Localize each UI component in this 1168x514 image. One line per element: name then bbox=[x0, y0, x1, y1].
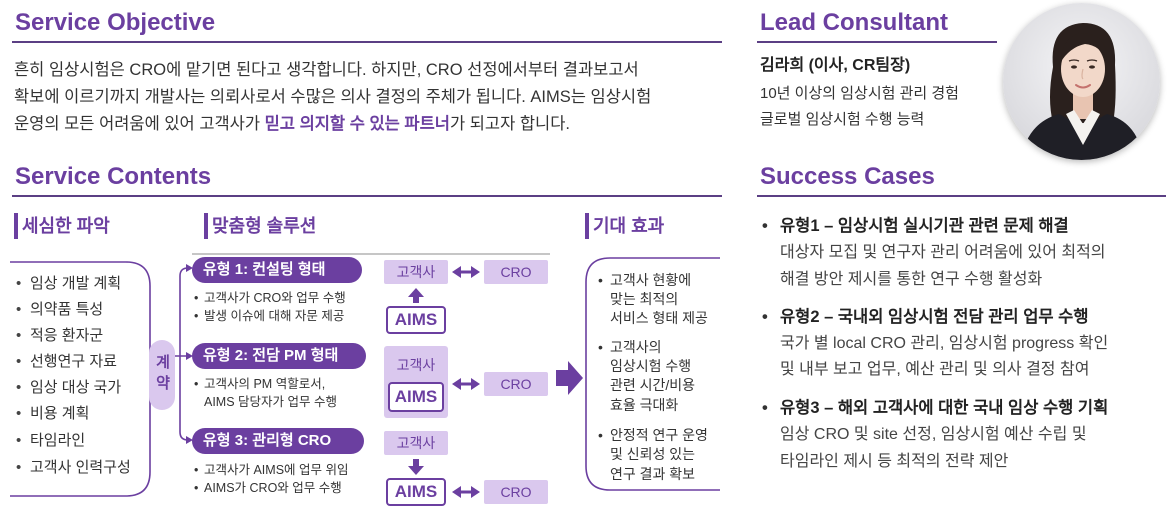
objective-emphasis: 믿고 의지할 수 있는 파트너 bbox=[264, 115, 450, 133]
consultant-rule bbox=[757, 41, 997, 43]
effect-item-line: 관련 시간/비용 bbox=[610, 377, 696, 393]
objective-line: 흔히 임상시험은 CRO에 맡기면 된다고 생각합니다. 하지만, CRO 선정… bbox=[14, 61, 639, 79]
case-title: 유형1 – 임상시험 실시기관 관련 문제 해결 bbox=[762, 214, 1069, 238]
consultant-portrait bbox=[1003, 3, 1160, 160]
effect-item-line: 맞는 최적의 bbox=[610, 291, 679, 307]
understanding-item: 비용 계획 bbox=[16, 404, 89, 424]
double-arrow-icon bbox=[452, 378, 480, 390]
case-line: 및 내부 보고 업무, 예산 관리 및 의사 결정 참여 bbox=[780, 361, 1090, 378]
type-3-pill: 유형 3: 관리형 CRO bbox=[192, 428, 364, 454]
case-line: 해결 방안 제시를 통한 연구 수행 활성화 bbox=[780, 271, 1043, 288]
case-title: 유형3 – 해외 고객사에 대한 국내 임상 수행 기획 bbox=[762, 396, 1108, 420]
understanding-item: 타임라인 bbox=[16, 431, 85, 451]
consultant-heading: Lead Consultant bbox=[760, 9, 949, 36]
objective-rule bbox=[12, 41, 722, 43]
type-3-cro-box: CRO bbox=[484, 480, 548, 504]
type-2-cro-box: CRO bbox=[484, 372, 548, 396]
effect-item: 안정적 연구 운영 bbox=[598, 426, 708, 444]
effect-item: 고객사의 bbox=[598, 338, 661, 356]
effect-item-line: 서비스 형태 제공 bbox=[610, 310, 708, 326]
objective-line: 운영의 모든 어려움에 있어 고객사가 믿고 의지할 수 있는 파트너가 되고자… bbox=[14, 112, 570, 136]
understanding-item: 의약품 특성 bbox=[16, 300, 103, 320]
contents-heading: Service Contents bbox=[15, 163, 212, 190]
type-3-note: 고객사가 AIMS에 업무 위임 bbox=[194, 462, 349, 478]
type-1-client-box: 고객사 bbox=[384, 260, 448, 284]
case-line: 임상 CRO 및 site 선정, 임상시험 예산 수립 및 bbox=[780, 426, 1087, 443]
objective-text: 운영의 모든 어려움에 있어 고객사가 bbox=[14, 115, 265, 133]
case-title: 유형2 – 국내외 임상시험 전담 관리 업무 수행 bbox=[762, 305, 1088, 329]
contract-badge: 계약 bbox=[149, 340, 175, 410]
understanding-item: 임상 대상 국가 bbox=[16, 378, 121, 398]
type-2-pill: 유형 2: 전담 PM 형태 bbox=[192, 343, 366, 369]
type-3-client-box: 고객사 bbox=[384, 431, 448, 455]
type-1-note: 발생 이슈에 대해 자문 제공 bbox=[194, 308, 344, 324]
type-1-cro-box: CRO bbox=[484, 260, 548, 284]
arrow-right-block-icon bbox=[556, 361, 583, 395]
connector-arrowhead bbox=[186, 264, 193, 272]
understanding-item: 임상 개발 계획 bbox=[16, 274, 121, 294]
understanding-item: 고객사 인력구성 bbox=[16, 458, 131, 478]
effect-item-line: 효율 극대화 bbox=[610, 397, 679, 413]
type-1-pill: 유형 1: 컨설팅 형태 bbox=[192, 257, 362, 283]
understanding-item: 적응 환자군 bbox=[16, 326, 103, 346]
success-rule bbox=[757, 195, 1166, 197]
consultant-detail: 글로벌 임상시험 수행 능력 bbox=[760, 111, 925, 128]
understanding-header: 세심한 파악 bbox=[22, 216, 110, 236]
effect-header: 기대 효과 bbox=[593, 216, 665, 236]
type-2-aims-box: AIMS bbox=[388, 382, 444, 412]
objective-text: 가 되고자 합니다. bbox=[449, 115, 570, 133]
success-heading: Success Cases bbox=[760, 163, 935, 190]
effect-item: 고객사 현황에 bbox=[598, 271, 691, 289]
solution-header: 맞춤형 솔루션 bbox=[212, 216, 317, 236]
contract-connector bbox=[175, 267, 189, 441]
arrow-up-icon bbox=[408, 288, 424, 303]
consultant-name: 김라희 (이사, CR팀장) bbox=[760, 57, 911, 74]
arrow-down-icon bbox=[408, 459, 424, 475]
consultant-portrait-image bbox=[1003, 3, 1160, 160]
type-2-client-label: 고객사 bbox=[396, 357, 436, 373]
section-marker bbox=[14, 213, 18, 239]
effect-item-line: 및 신뢰성 있는 bbox=[610, 446, 696, 462]
effect-bracket bbox=[585, 257, 720, 491]
type-2-note: 고객사의 PM 역할로서, bbox=[194, 376, 325, 392]
double-arrow-icon bbox=[452, 486, 480, 498]
type-2-note: AIMS 담당자가 업무 수행 bbox=[204, 395, 337, 409]
objective-heading: Service Objective bbox=[15, 9, 216, 36]
type-1-note: 고객사가 CRO와 업무 수행 bbox=[194, 290, 346, 306]
consultant-detail: 10년 이상의 임상시험 관리 경험 bbox=[760, 85, 959, 102]
section-marker bbox=[204, 213, 208, 239]
type-3-aims-box: AIMS bbox=[386, 478, 446, 506]
double-arrow-icon bbox=[452, 266, 480, 278]
case-line: 대상자 모집 및 연구자 관리 어려움에 있어 최적의 bbox=[780, 244, 1106, 261]
case-line: 국가 별 local CRO 관리, 임상시험 progress 확인 bbox=[780, 335, 1109, 352]
connector-arrowhead bbox=[186, 352, 193, 360]
understanding-item: 선행연구 자료 bbox=[16, 352, 117, 372]
type-1-aims-box: AIMS bbox=[386, 306, 446, 334]
type-3-note: AIMS가 CRO와 업무 수행 bbox=[194, 480, 342, 496]
effect-item-line: 임상시험 수행 bbox=[610, 358, 692, 374]
section-marker bbox=[585, 213, 589, 239]
objective-line: 확보에 이르기까지 개발사는 의뢰사로서 수많은 의사 결정의 주체가 됩니다.… bbox=[14, 88, 652, 106]
effect-item-line: 연구 결과 확보 bbox=[610, 466, 696, 482]
connector-arrowhead bbox=[186, 436, 193, 444]
contents-rule bbox=[12, 195, 722, 197]
case-line: 타임라인 제시 등 최적의 전략 제안 bbox=[780, 453, 1009, 470]
